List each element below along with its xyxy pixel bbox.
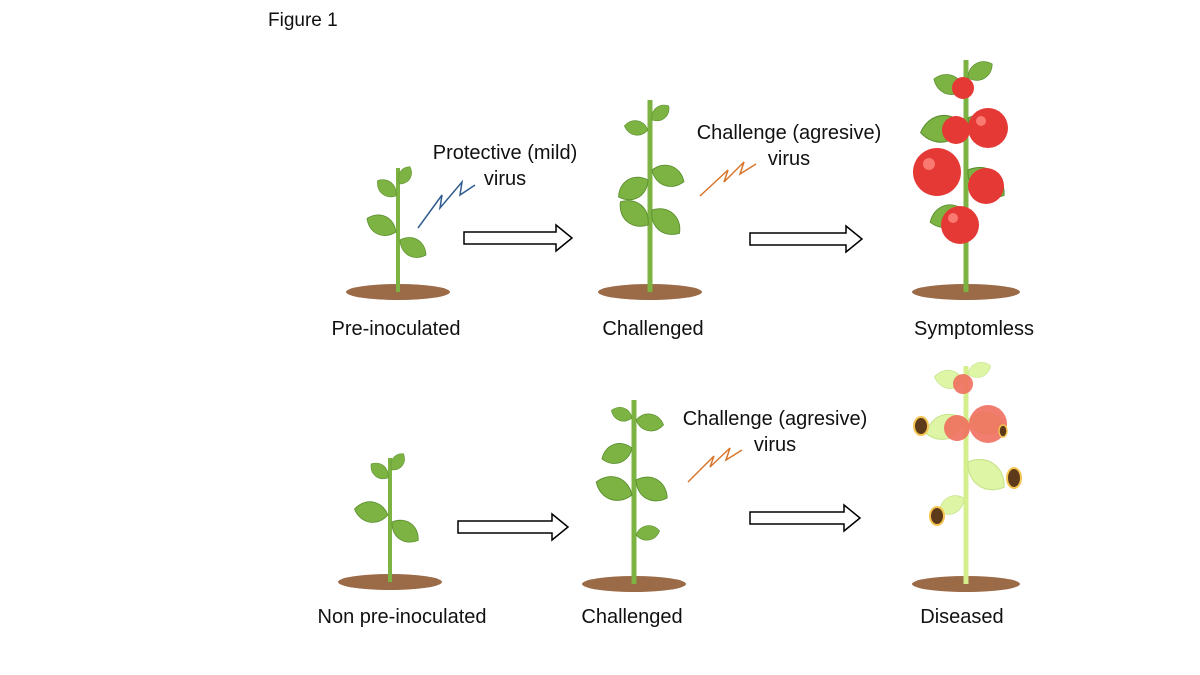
leaf xyxy=(608,403,635,425)
arrow-right-icon xyxy=(457,512,570,542)
mild-virus-bolt-icon xyxy=(417,179,476,229)
tomato-fruit xyxy=(941,206,979,244)
mild-virus-label: Protective (mild) virus xyxy=(405,140,605,192)
figure-title: Figure 1 xyxy=(268,10,338,31)
tomato-fruit xyxy=(952,77,974,99)
plant-tomato-symptomless xyxy=(912,56,1020,300)
stage-label-challenged-top: Challenged xyxy=(602,318,704,340)
leaf xyxy=(630,470,674,508)
tomato-cluster xyxy=(913,77,1008,244)
aggressive-virus-label-bottom-line1: Challenge (agresive) xyxy=(682,408,868,430)
stage-label-diseased: Diseased xyxy=(920,606,1004,628)
lesion-spots xyxy=(913,416,1022,526)
tomato-fruit xyxy=(969,405,1007,443)
tomato-fruit xyxy=(913,148,961,196)
aggressive-virus-bolt-icon xyxy=(687,447,743,483)
stage-label-challenged-bottom: Challenged xyxy=(581,606,683,628)
plant-small-healthy-top xyxy=(346,163,450,300)
aggressive-virus-label-top: Challenge (agresive) virus xyxy=(684,120,894,172)
plant-small-healthy-bottom xyxy=(338,449,442,590)
lesion xyxy=(998,424,1008,438)
tomato-fruit xyxy=(953,374,973,394)
leaf xyxy=(598,438,636,469)
tomato-fruit xyxy=(968,108,1008,148)
plant-tomato-diseased xyxy=(912,358,1022,592)
aggressive-virus-bolt-icon xyxy=(699,161,757,197)
leaf xyxy=(634,523,662,543)
tomato-fruit xyxy=(942,116,970,144)
tomato-fruit xyxy=(944,415,970,441)
aggressive-virus-label-bottom: Challenge (agresive) virus xyxy=(670,406,880,458)
leaf xyxy=(395,231,431,264)
mild-virus-label-line2: virus xyxy=(483,168,527,190)
aggressive-virus-label-top-line1: Challenge (agresive) xyxy=(696,122,882,144)
leaf xyxy=(591,470,637,507)
leaf xyxy=(362,209,401,242)
leaf xyxy=(352,498,391,526)
mild-virus-label-line1: Protective (mild) xyxy=(432,142,578,164)
leaf xyxy=(386,513,425,549)
aggressive-virus-label-top-line2: virus xyxy=(767,148,811,170)
leaf xyxy=(634,411,666,434)
plant-medium-challenged-bottom xyxy=(582,400,686,592)
tomato-cluster xyxy=(944,374,1007,443)
arrow-right-icon xyxy=(749,224,864,254)
arrow-right-icon xyxy=(749,503,862,533)
aggressive-virus-label-bottom-line2: virus xyxy=(753,434,797,456)
lesion xyxy=(913,416,929,436)
arrow-right-icon xyxy=(463,223,574,253)
plant-medium-challenged-top xyxy=(598,100,702,300)
lesion xyxy=(929,506,945,526)
stage-label-non-pre-inoculated: Non pre-inoculated xyxy=(317,606,487,628)
stage-label-symptomless: Symptomless xyxy=(913,318,1035,340)
leaf xyxy=(648,159,688,192)
lesion xyxy=(1006,467,1022,489)
tomato-fruit xyxy=(968,168,1004,204)
stage-label-pre-inoculated: Pre-inoculated xyxy=(331,318,461,340)
leaf xyxy=(622,118,650,138)
